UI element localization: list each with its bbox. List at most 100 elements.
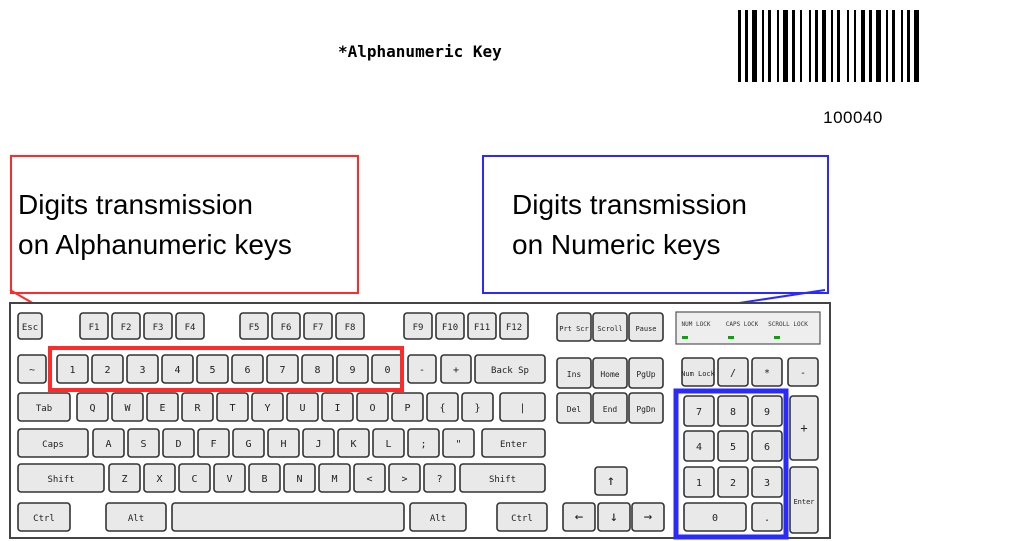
key-numpad-enter-label: Enter	[793, 498, 814, 506]
key-f5: F5	[239, 312, 269, 340]
key-digit-4: 4	[161, 354, 194, 384]
key-numpad-decimal-label: .	[764, 513, 770, 524]
key-tilde-cap	[17, 354, 47, 384]
key-digit-8-label: 8	[314, 365, 320, 376]
key-d-cap	[162, 428, 195, 458]
key-l-cap	[372, 428, 405, 458]
key-n: N	[283, 463, 316, 493]
lock-indicator-led	[774, 336, 780, 339]
key-}: }	[461, 392, 494, 422]
key-e: E	[146, 392, 179, 422]
key-z-cap	[108, 463, 141, 493]
key-u: U	[286, 392, 319, 422]
key-d-label: D	[175, 439, 181, 450]
key-u-label: U	[299, 403, 305, 414]
key-left-ctrl-label: Ctrl	[33, 514, 55, 524]
key-s-label: S	[140, 439, 146, 450]
key-numpad-0: 0	[683, 502, 747, 532]
key-minus-cap	[407, 354, 437, 384]
key-arrow-down-label: ↓	[610, 509, 618, 525]
lock-indicator-label: SCROLL LOCK	[768, 321, 808, 328]
key-?-cap	[423, 463, 456, 493]
key-numpad-1-label: 1	[696, 478, 702, 489]
alphanumeric-callout-line2: on Alphanumeric keys	[18, 229, 292, 260]
key-digit-3: 3	[126, 354, 159, 384]
key-enter-cap	[481, 428, 546, 458]
key-e-label: E	[159, 403, 165, 414]
key-;-cap	[407, 428, 440, 458]
key-f5-label: F5	[249, 323, 260, 333]
key-numpad-minus: -	[787, 357, 819, 387]
key-numpad-9-label: 9	[764, 407, 770, 418]
key-f12-label: F12	[506, 323, 522, 333]
barcode-bar	[914, 10, 919, 82]
numeric-callout-line2: on Numeric keys	[512, 229, 721, 260]
key-right-alt-cap	[409, 502, 467, 532]
key-z: Z	[108, 463, 141, 493]
key-left-shift: Shift	[17, 463, 105, 493]
key-digit-9: 9	[336, 354, 369, 384]
key-digit-6: 6	[231, 354, 264, 384]
key-"-cap	[442, 428, 475, 458]
key-m-label: M	[331, 474, 337, 485]
key-o-cap	[356, 392, 389, 422]
key-numpad-divide: /	[717, 357, 749, 387]
key-right-alt: Alt	[409, 502, 467, 532]
key-b: B	[248, 463, 281, 493]
key-y-label: Y	[264, 403, 270, 414]
key-q-label: Q	[89, 403, 95, 414]
key-numpad-5-cap	[717, 430, 749, 462]
key-page-down-label: PgDn	[636, 405, 655, 414]
key-left-ctrl: Ctrl	[17, 502, 71, 532]
key-c: C	[178, 463, 211, 493]
key-g-label: G	[245, 439, 251, 450]
key-numpad-0-label: 0	[712, 513, 718, 524]
key-numpad-plus-label: +	[800, 421, 807, 435]
key-tab-cap	[17, 392, 71, 422]
key-digit-4-cap	[161, 354, 194, 384]
key-right-alt-label: Alt	[430, 514, 446, 524]
key-numpad-2-cap	[717, 466, 749, 498]
key-numpad-8-cap	[717, 395, 749, 427]
key-numpad-4-cap	[683, 430, 715, 462]
barcode-bar	[886, 10, 888, 82]
key-right-shift: Shift	[459, 463, 546, 493]
key-numpad-0-cap	[683, 502, 747, 532]
key-t-cap	[216, 392, 249, 422]
key-end: End	[592, 392, 628, 424]
key-v: V	[213, 463, 246, 493]
key-insert-cap	[556, 357, 592, 389]
key-backspace-label: Back Sp	[491, 366, 529, 376]
key-tilde-label: ~	[29, 365, 35, 376]
key-arrow-left-label: ←	[575, 509, 583, 525]
key-f11-cap	[467, 312, 497, 340]
key-c-cap	[178, 463, 211, 493]
key-pipe: |	[499, 392, 546, 422]
key-f4-label: F4	[185, 323, 196, 333]
key-numpad-7: 7	[683, 395, 715, 427]
key-p-cap	[391, 392, 424, 422]
key-digit-3-cap	[126, 354, 159, 384]
key-": "	[442, 428, 475, 458]
barcode-bar	[861, 10, 865, 82]
key-scroll-lock-cap	[592, 312, 628, 342]
key-numpad-9: 9	[751, 395, 783, 427]
key-plus-cap	[440, 354, 472, 384]
key-numpad-plus: +	[789, 395, 819, 461]
lock-indicator-label: CAPS LOCK	[726, 321, 759, 328]
key-pause-label: Pause	[635, 325, 656, 333]
key-digit-2: 2	[91, 354, 124, 384]
key-a-cap	[92, 428, 125, 458]
barcode-bar	[809, 10, 811, 82]
key-r-label: R	[194, 403, 201, 414]
key-numpad-multiply: *	[751, 357, 783, 387]
key-left-alt: Alt	[105, 502, 167, 532]
key-numpad-plus-cap	[789, 395, 819, 461]
key-f8: F8	[335, 312, 365, 340]
key-k-label: K	[350, 439, 356, 450]
key-f9-label: F9	[413, 323, 424, 333]
key-numpad-1: 1	[683, 466, 715, 498]
key-{-label: {	[439, 403, 445, 414]
key-space	[171, 502, 405, 532]
key-f6-cap	[271, 312, 301, 340]
